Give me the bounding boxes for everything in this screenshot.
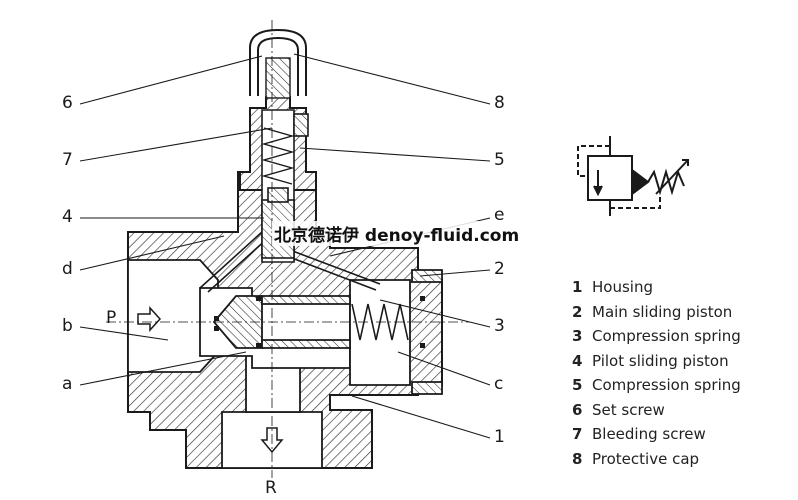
pilot-compression-spring	[261, 127, 295, 185]
legend-label: Set screw	[592, 400, 665, 419]
bleeding-screw	[293, 113, 309, 137]
symbol-valve-box	[587, 155, 633, 201]
legend-label: Compression spring	[592, 327, 741, 345]
legend-item: 5 Compression spring	[572, 376, 792, 401]
callout-8: 8	[494, 93, 505, 113]
legend-item: 2 Main sliding piston	[572, 303, 792, 328]
legend-item: 7 Bleeding screw	[572, 425, 792, 450]
legend-item: 4 Pilot sliding piston	[572, 352, 792, 377]
callout-R: R	[265, 478, 277, 498]
legend-item: 3 Compression spring	[572, 327, 792, 352]
callout-a: a	[62, 374, 73, 394]
legend-label: Housing	[592, 278, 653, 296]
callout-c: c	[494, 374, 504, 394]
watermark-text: 北京德诺伊 denoy-fluid.com	[272, 221, 522, 246]
legend-number: 2	[572, 302, 583, 321]
legend-item: 6 Set screw	[572, 401, 792, 426]
callout-4: 4	[62, 207, 73, 227]
callout-P: P	[106, 308, 117, 328]
callout-2: 2	[494, 259, 505, 279]
seals	[214, 296, 425, 348]
center-lines	[106, 20, 470, 478]
legend-item: 1 Housing	[572, 278, 792, 303]
callout-1: 1	[494, 427, 505, 447]
legend-number: 1	[572, 278, 583, 296]
legend-label: Pilot sliding piston	[592, 351, 729, 370]
legend-number: 7	[572, 425, 583, 443]
end-cap	[411, 269, 443, 395]
inlet-arrow	[137, 306, 162, 332]
legend-label: Protective cap	[592, 449, 700, 468]
callout-d: d	[62, 259, 73, 279]
callout-5: 5	[494, 150, 505, 170]
legend-number: 8	[572, 449, 583, 468]
callout-e: e	[494, 205, 505, 225]
legend-item: 8 Protective cap	[572, 450, 792, 475]
legend-number: 5	[572, 376, 583, 394]
legend-label: Compression spring	[592, 376, 741, 394]
legend-number: 3	[572, 327, 583, 345]
callout-7: 7	[62, 150, 73, 170]
main-sliding-piston	[212, 295, 351, 349]
legend-label: Main sliding piston	[592, 302, 733, 321]
callout-3: 3	[494, 316, 505, 336]
legend-label: Bleeding screw	[592, 425, 706, 443]
pilot-channel	[199, 231, 381, 293]
hydraulic-symbol	[577, 136, 689, 216]
callout-b: b	[62, 316, 73, 336]
legend-number: 6	[572, 400, 583, 419]
legend-number: 4	[572, 351, 583, 370]
callout-6: 6	[62, 93, 73, 113]
set-screw	[265, 57, 291, 99]
